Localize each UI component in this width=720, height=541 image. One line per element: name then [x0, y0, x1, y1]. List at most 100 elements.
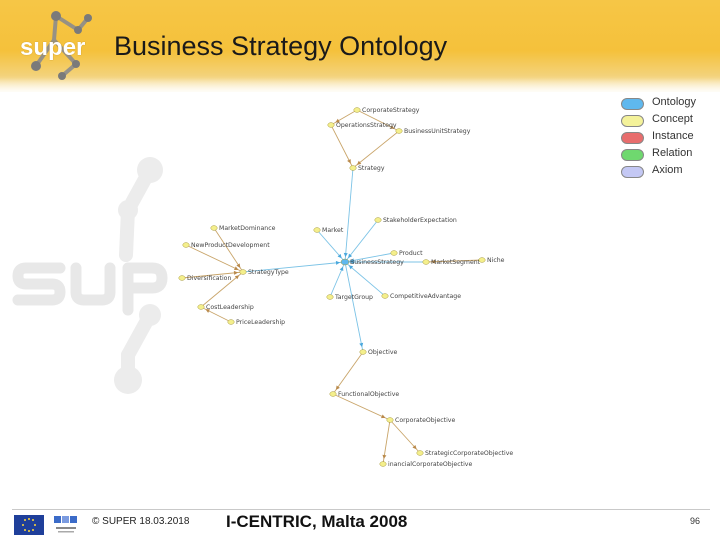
node-label: CostLeadership: [206, 304, 254, 311]
node-label: NewProductDevelopment: [191, 242, 270, 249]
graph-edge: [425, 259, 483, 263]
node-label: OperationsStrategy: [336, 122, 397, 129]
edge-arrowhead: [335, 260, 341, 265]
node-label: BusinessUnitStrategy: [404, 128, 471, 135]
concept-node-icon: [182, 242, 190, 248]
node-label: FunctionalObjective: [338, 391, 399, 398]
node-competitive-advantage[interactable]: CompetitiveAdvantage: [381, 293, 461, 300]
concept-node-icon: [390, 250, 398, 256]
header-fade: [0, 78, 720, 96]
node-corporate-objective[interactable]: CorporateObjective: [386, 417, 456, 424]
node-label: TargetGroup: [334, 294, 373, 301]
edge-arrowhead: [347, 159, 351, 164]
node-niche[interactable]: Niche: [478, 257, 505, 264]
copyright-text: © SUPER 18.03.2018: [92, 516, 190, 527]
node-new-product-development[interactable]: NewProductDevelopment: [182, 242, 270, 249]
edge-arrowhead: [339, 266, 344, 272]
graph-edge: [344, 261, 364, 353]
node-business-unit-strategy[interactable]: BusinessUnitStrategy: [395, 128, 471, 135]
edge-arrowhead: [233, 270, 239, 275]
concept-node-icon: [349, 165, 357, 171]
node-label: inancialCorporateObjective: [388, 461, 472, 468]
legend-label: Axiom: [652, 164, 683, 176]
node-corporate-strategy[interactable]: CorporateStrategy: [353, 107, 420, 114]
node-stakeholder-expectation[interactable]: StakeholderExpectation: [374, 217, 457, 224]
graph-edge: [185, 244, 244, 273]
node-strategy-type[interactable]: StrategyType: [239, 269, 289, 276]
node-label: Diversification: [187, 275, 231, 282]
node-market-dominance[interactable]: MarketDominance: [210, 225, 276, 232]
node-strategic-corporate-objective[interactable]: StrategicCorporateObjective: [416, 450, 514, 457]
graph-edge: [352, 130, 400, 169]
edge-arrowhead: [430, 259, 436, 264]
node-strategy[interactable]: Strategy: [349, 165, 385, 172]
node-label: Objective: [368, 349, 398, 356]
concept-node-icon: [210, 225, 218, 231]
slide-title: Business Strategy Ontology: [114, 31, 448, 61]
node-price-leadership[interactable]: PriceLeadership: [227, 319, 285, 326]
node-business-strategy[interactable]: BusinessStrategy: [340, 258, 404, 266]
concept-node-icon: [416, 450, 424, 456]
edge-arrowhead: [337, 253, 342, 259]
node-financial-corporate-objective[interactable]: inancialCorporateObjective: [379, 461, 473, 468]
concept-node-icon: [353, 107, 361, 113]
graph-edge: [181, 271, 244, 279]
edge-arrowhead: [359, 342, 364, 348]
concept-node-icon: [340, 258, 350, 266]
node-operations-strategy[interactable]: OperationsStrategy: [327, 122, 397, 129]
slide-header: [0, 0, 720, 92]
legend-label: Instance: [652, 130, 694, 142]
node-diversification[interactable]: Diversification: [178, 275, 232, 282]
legend-label: Ontology: [652, 96, 697, 108]
edge-arrowhead: [343, 252, 348, 258]
node-label: Product: [399, 250, 423, 257]
concept-node-icon: [326, 294, 334, 300]
node-market-segment[interactable]: MarketSegment: [422, 259, 481, 266]
legend-item-concept: Concept: [620, 112, 708, 129]
node-label: MarketDominance: [219, 225, 276, 232]
concept-node-icon: [381, 293, 389, 299]
legend-swatch-icon: [621, 115, 644, 127]
graph-edge: [242, 261, 346, 273]
legend-swatch-icon: [621, 132, 644, 144]
concept-node-icon: [374, 217, 382, 223]
graph-edge: [332, 393, 391, 421]
ist-logo-icon: [52, 514, 80, 536]
node-label: BusinessStrategy: [350, 259, 404, 266]
ontology-graph: CorporateStrategyOperationsStrategyBusin…: [178, 107, 514, 468]
node-functional-objective[interactable]: FunctionalObjective: [329, 391, 400, 398]
graph-edge: [200, 271, 244, 308]
super-logo: [31, 11, 92, 80]
legend-swatch-icon: [621, 98, 644, 110]
edge-arrowhead: [382, 454, 387, 460]
node-objective[interactable]: Objective: [359, 349, 398, 356]
page-number: 96: [690, 516, 701, 526]
node-cost-leadership[interactable]: CostLeadership: [197, 304, 254, 311]
legend-label: Relation: [652, 147, 693, 159]
node-market[interactable]: Market: [313, 227, 344, 234]
node-label: StrategicCorporateObjective: [425, 450, 513, 457]
edge-arrowhead: [348, 265, 354, 270]
super-watermark: [12, 157, 168, 394]
edge-arrowhead: [350, 260, 354, 264]
node-target-group[interactable]: TargetGroup: [326, 294, 373, 301]
concept-node-icon: [227, 319, 235, 325]
event-title: I-CENTRIC, Malta 2008: [226, 512, 408, 531]
edge-arrowhead: [236, 263, 241, 268]
concept-node-icon: [395, 128, 403, 134]
concept-node-icon: [239, 269, 247, 275]
legend-item-ontology: Ontology: [620, 95, 708, 112]
concept-node-icon: [359, 349, 367, 355]
concept-node-icon: [197, 304, 205, 310]
legend-label: Concept: [652, 113, 693, 125]
legend-swatch-icon: [621, 149, 644, 161]
eu-flag-icon: [14, 515, 44, 535]
concept-node-icon: [327, 122, 335, 128]
node-product[interactable]: Product: [390, 250, 423, 257]
edge-arrowhead: [348, 253, 353, 259]
footer-divider: [12, 509, 710, 510]
graph-edges: [181, 109, 483, 465]
legend-item-relation: Relation: [620, 146, 708, 163]
node-label: CorporateObjective: [395, 417, 455, 424]
